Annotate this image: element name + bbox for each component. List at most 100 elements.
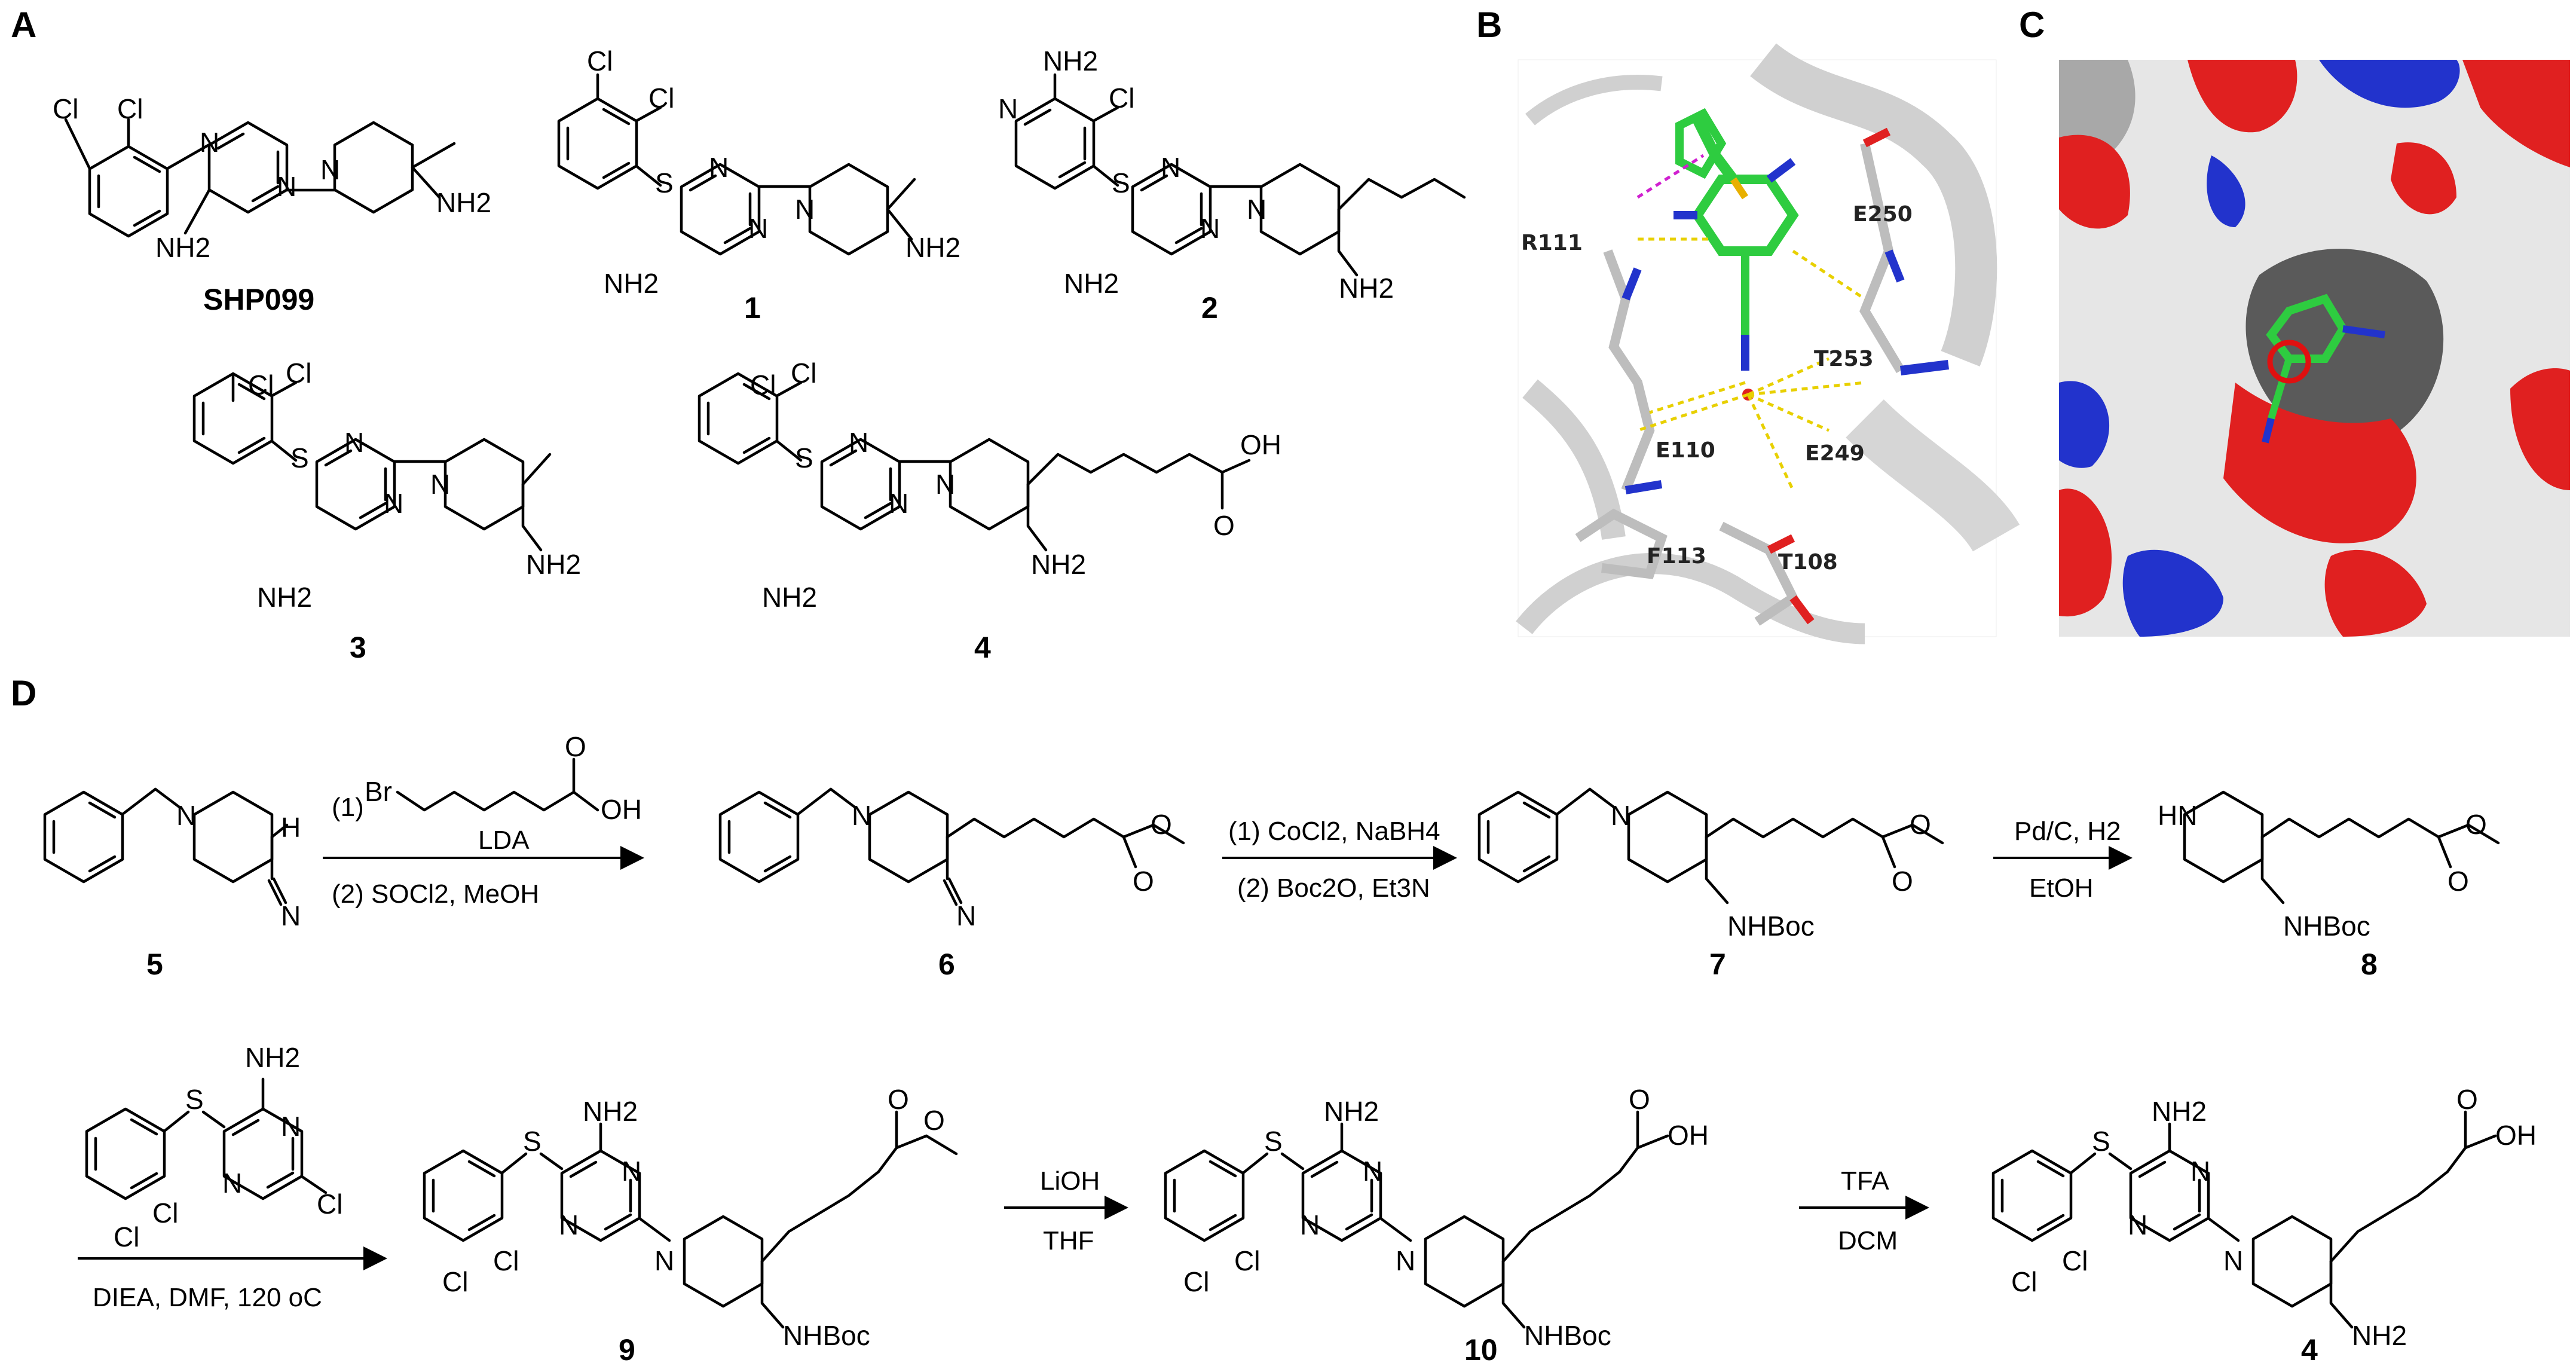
atom-n: N bbox=[559, 1209, 579, 1240]
structure-compound-3: Cl Cl S N N N NH2 NH2 bbox=[194, 357, 581, 613]
atom-cl: Cl bbox=[317, 1188, 342, 1220]
atom-n: N bbox=[852, 800, 871, 831]
atom-cl: Cl bbox=[117, 93, 143, 124]
atom-n: N bbox=[1363, 1156, 1382, 1187]
residue-label-e249: E249 bbox=[1805, 441, 1865, 466]
atom-n: N bbox=[935, 469, 955, 500]
atom-n: N bbox=[1611, 800, 1630, 831]
atom-cl: Cl bbox=[750, 369, 776, 401]
condition-step2-top: (1) CoCl2, NaBH4 bbox=[1228, 817, 1440, 846]
atom-oh: OH bbox=[1240, 429, 1281, 460]
condition-step1-mid: LDA bbox=[478, 826, 530, 855]
atom-s: S bbox=[523, 1126, 541, 1157]
atom-n: N bbox=[281, 1111, 301, 1142]
atom-n: N bbox=[622, 1156, 641, 1187]
atom-cl: Cl bbox=[114, 1221, 139, 1252]
structure-compound-4: Cl Cl S N N N OH O NH2 NH2 bbox=[699, 357, 1281, 613]
atom-nh2: NH2 bbox=[245, 1042, 300, 1073]
atom-nh2: NH2 bbox=[583, 1096, 638, 1127]
atom-nhboc: NHBoc bbox=[1524, 1320, 1611, 1351]
compound-label-5: 5 bbox=[146, 948, 163, 981]
compound-label-4-panel-a: 4 bbox=[974, 631, 991, 664]
compound-label-7: 7 bbox=[1709, 948, 1726, 981]
panel-label-b: B bbox=[1476, 5, 1502, 45]
atom-s: S bbox=[1112, 167, 1130, 198]
atom-nh2: NH2 bbox=[1043, 45, 1098, 77]
compound-label-3: 3 bbox=[350, 631, 366, 664]
structure-compound-1: Cl Cl S N N N NH2 NH2 bbox=[559, 45, 960, 299]
compound-label-2: 2 bbox=[1201, 291, 1218, 325]
atom-n: N bbox=[277, 171, 296, 202]
atom-n: N bbox=[222, 1168, 242, 1199]
atom-o: O bbox=[2456, 1084, 2478, 1115]
atom-o: O bbox=[1892, 866, 1913, 897]
atom-nh2: NH2 bbox=[762, 582, 817, 613]
atom-n: N bbox=[384, 488, 403, 519]
structure-compound-10: S NH2 N N Cl Cl N O OH NHBoc bbox=[1165, 1084, 1709, 1351]
atom-nhboc: NHBoc bbox=[783, 1320, 870, 1351]
atom-nh2: NH2 bbox=[526, 549, 581, 580]
atom-n: N bbox=[281, 900, 301, 931]
atom-cl: Cl bbox=[286, 357, 311, 389]
atom-nh2: NH2 bbox=[2152, 1096, 2207, 1127]
atom-s: S bbox=[1264, 1126, 1283, 1157]
panel-label-c: C bbox=[2019, 5, 2045, 45]
atom-n: N bbox=[654, 1245, 674, 1276]
atom-nh2: NH2 bbox=[257, 582, 312, 613]
atom-nhboc: NHBoc bbox=[1727, 910, 1815, 942]
atom-h: H bbox=[281, 812, 301, 843]
compound-label-6: 6 bbox=[938, 948, 955, 981]
condition-step2-bottom: (2) Boc2O, Et3N bbox=[1237, 873, 1430, 903]
residue-label-r111: R111 bbox=[1521, 231, 1583, 255]
atom-s: S bbox=[795, 442, 813, 473]
atom-nh2: NH2 bbox=[1339, 273, 1394, 304]
atom-o: O bbox=[923, 1105, 945, 1136]
panel-label-a: A bbox=[11, 5, 36, 45]
atom-o: O bbox=[888, 1084, 909, 1115]
atom-n: N bbox=[1396, 1245, 1415, 1276]
condition-step1-top: (1) bbox=[332, 793, 364, 822]
atom-nhboc: NHBoc bbox=[2283, 910, 2370, 942]
atom-s: S bbox=[185, 1084, 204, 1115]
atom-n: N bbox=[956, 900, 976, 931]
compound-label-8: 8 bbox=[2361, 948, 2378, 981]
atom-o: O bbox=[1213, 510, 1235, 541]
condition-step5-bottom: THF bbox=[1043, 1226, 1094, 1255]
atom-n: N bbox=[2190, 1156, 2210, 1187]
atom-nh2: NH2 bbox=[1324, 1096, 1379, 1127]
atom-n: N bbox=[200, 127, 219, 158]
atom-cl: Cl bbox=[442, 1266, 468, 1297]
atom-n: N bbox=[998, 93, 1018, 124]
atom-o: O bbox=[1151, 809, 1172, 840]
atom-cl: Cl bbox=[791, 357, 816, 389]
structure-compound-5: N H N bbox=[45, 787, 301, 931]
structure-compound-6: N O O N bbox=[720, 787, 1185, 931]
atom-cl: Cl bbox=[2062, 1245, 2088, 1276]
atom-s: S bbox=[2092, 1126, 2110, 1157]
atom-n: N bbox=[1161, 152, 1180, 183]
atom-n: N bbox=[1247, 194, 1266, 225]
surface-view bbox=[2059, 60, 2570, 637]
atom-n: N bbox=[2128, 1209, 2147, 1240]
atom-cl: Cl bbox=[493, 1245, 519, 1276]
reagent-chloropyrazine: S NH2 N N Cl Cl Cl bbox=[87, 1042, 342, 1252]
atom-n: N bbox=[748, 213, 768, 244]
atom-br: Br bbox=[365, 776, 392, 807]
atom-cl: Cl bbox=[152, 1197, 178, 1229]
structure-compound-7: N O O NHBoc bbox=[1479, 787, 1944, 942]
atom-o: O bbox=[1910, 809, 1931, 840]
atom-o: O bbox=[1133, 866, 1154, 897]
compound-label-1: 1 bbox=[744, 291, 761, 325]
atom-n: N bbox=[176, 800, 196, 831]
atom-o: O bbox=[2465, 809, 2487, 840]
atom-cl: Cl bbox=[587, 45, 613, 77]
atom-cl: Cl bbox=[1234, 1245, 1260, 1276]
atom-nh2: NH2 bbox=[436, 187, 491, 218]
atom-n: N bbox=[1200, 213, 1220, 244]
atom-nh2: NH2 bbox=[905, 232, 960, 263]
atom-n: N bbox=[709, 152, 729, 183]
atom-n: N bbox=[1300, 1209, 1320, 1240]
structure-compound-9: S NH2 N N Cl Cl N O O NHBoc bbox=[424, 1084, 958, 1351]
atom-o: O bbox=[1629, 1084, 1650, 1115]
